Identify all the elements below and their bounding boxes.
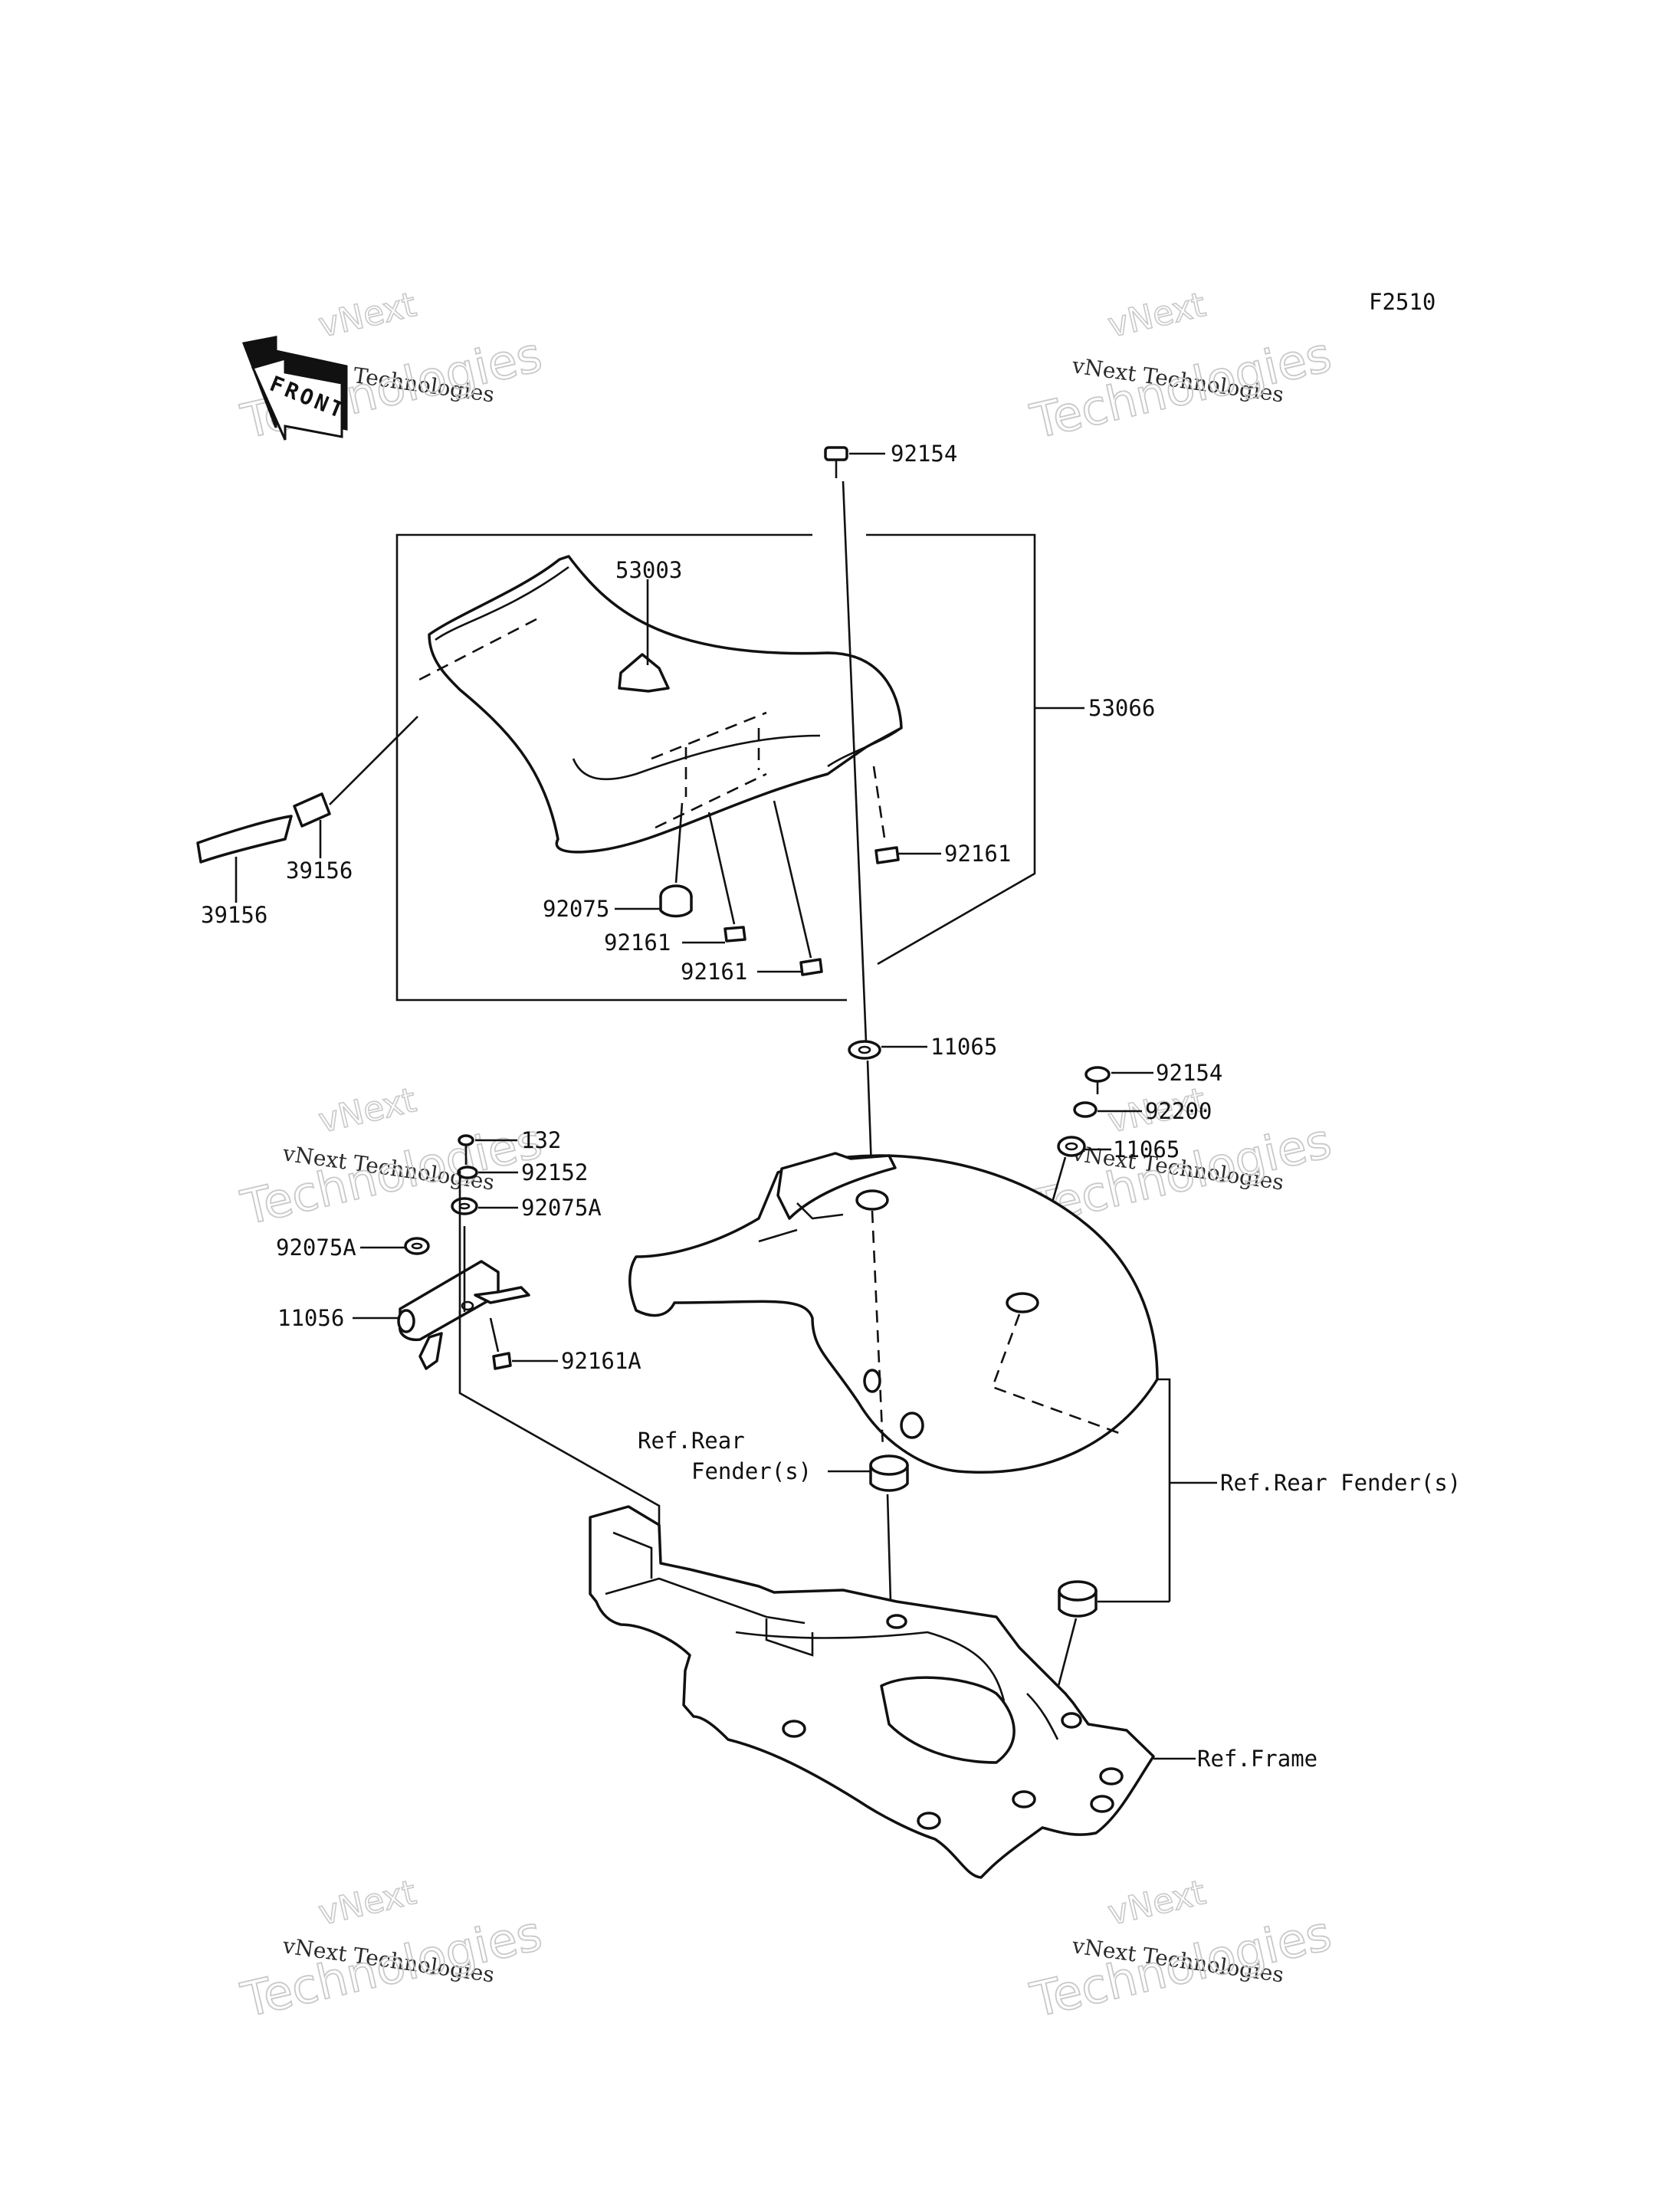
seat-icon (428, 555, 903, 854)
callout-ref-rear-line1: Ref.Rear (638, 1428, 745, 1454)
callout-53003: 53003 (615, 557, 682, 583)
dash-92161-mid (707, 812, 736, 925)
bolt-92154-top-icon (824, 446, 848, 478)
callout-39156-b: 39156 (201, 902, 267, 928)
callout-11056: 11056 (277, 1305, 344, 1331)
washer-11065-right-icon (1057, 1136, 1086, 1157)
washer-92200-icon (1073, 1101, 1098, 1118)
callout-92075: 92075 (543, 896, 609, 922)
callout-92154-right: 92154 (1156, 1060, 1222, 1086)
axis-line-collar (886, 1494, 892, 1602)
callout-92161-mid: 92161 (604, 930, 671, 956)
collar-right-icon (1058, 1580, 1098, 1618)
dash-fender-right (991, 1313, 1120, 1435)
callout-53066: 53066 (1088, 695, 1155, 721)
callout-92200: 92200 (1145, 1098, 1212, 1124)
callout-132: 132 (521, 1127, 561, 1153)
leader-strap (329, 716, 418, 805)
callout-92075A-right: 92075A (521, 1195, 602, 1221)
seat-hidden-lines (651, 711, 767, 829)
dash-92161-right (872, 766, 887, 844)
svg-text:Technologies: Technologies (236, 1905, 546, 2028)
svg-text:vNext: vNext (315, 285, 420, 346)
washer-11065-top-icon (848, 1040, 881, 1060)
seat-assembly-box-right (866, 533, 1036, 966)
callout-ref-frame: Ref.Frame (1197, 1746, 1317, 1772)
svg-text:Technologies: Technologies (236, 1113, 546, 1236)
axis-line-bracket (458, 1310, 661, 1540)
callout-ref-rear-line2: Fender(s) (691, 1458, 812, 1484)
svg-text:vNext: vNext (1104, 285, 1209, 346)
rear-fender-icon (628, 1152, 1159, 1474)
watermark-mid-left: vNext vNext Technologies Technologies (235, 1080, 547, 1236)
grommet-92075-icon (659, 884, 693, 918)
callout-11065-right: 11065 (1113, 1136, 1180, 1162)
nut-92161-right-icon (874, 846, 900, 864)
strap-icon (196, 792, 331, 864)
collar-center-icon (869, 1454, 909, 1492)
watermark-bottom-left: vNext vNext Technologies Technologies (235, 1872, 547, 2028)
callout-11065-top: 11065 (930, 1034, 997, 1060)
grommet-92075A-left-icon (404, 1237, 430, 1255)
nut-92161-mid-icon (724, 926, 746, 943)
bolt-132-icon (458, 1134, 474, 1165)
callout-92161-low: 92161 (681, 959, 747, 985)
bolt-92154-right-icon (1084, 1066, 1111, 1094)
dash-92075 (674, 802, 684, 884)
callout-92161-right: 92161 (944, 841, 1011, 867)
bracket-11056-icon (397, 1171, 530, 1370)
svg-text:vNext: vNext (315, 1080, 420, 1141)
front-arrow-icon: FRONT (241, 336, 349, 441)
callout-ref-rear-right: Ref.Rear Fender(s) (1220, 1470, 1461, 1496)
callout-92152: 92152 (521, 1159, 588, 1185)
callout-92161A: 92161A (561, 1348, 641, 1374)
washer-92152-icon (457, 1166, 478, 1179)
nut-92161A-icon (492, 1352, 512, 1370)
svg-text:Technologies: Technologies (1025, 326, 1336, 450)
rear-frame-icon (589, 1505, 1155, 1879)
bracket-ref-rear (1157, 1378, 1171, 1602)
watermark-top-right: vNext vNext Technologies Technologies (1025, 284, 1337, 450)
diagram-code: F2510 (1369, 289, 1436, 315)
callout-92154-top: 92154 (891, 441, 957, 467)
watermark-bottom-right: vNext vNext Technologies Technologies (1025, 1872, 1337, 2028)
callout-39156-a: 39156 (286, 857, 353, 884)
nut-92161-low-icon (799, 958, 823, 976)
axis-line-fender (866, 1060, 873, 1169)
dash-92161-low (773, 800, 812, 959)
grommet-92075A-right-icon (451, 1197, 478, 1215)
axis-line-center (842, 480, 868, 1043)
callout-92075A-left: 92075A (276, 1235, 356, 1261)
svg-text:vNext: vNext (1104, 1873, 1209, 1933)
axis-line-92161A (489, 1317, 500, 1353)
svg-text:vNext: vNext (315, 1873, 420, 1933)
seat-assembly-box (395, 533, 847, 1002)
svg-text:Technologies: Technologies (1025, 1905, 1336, 2028)
seat-strap-dash (417, 618, 537, 682)
